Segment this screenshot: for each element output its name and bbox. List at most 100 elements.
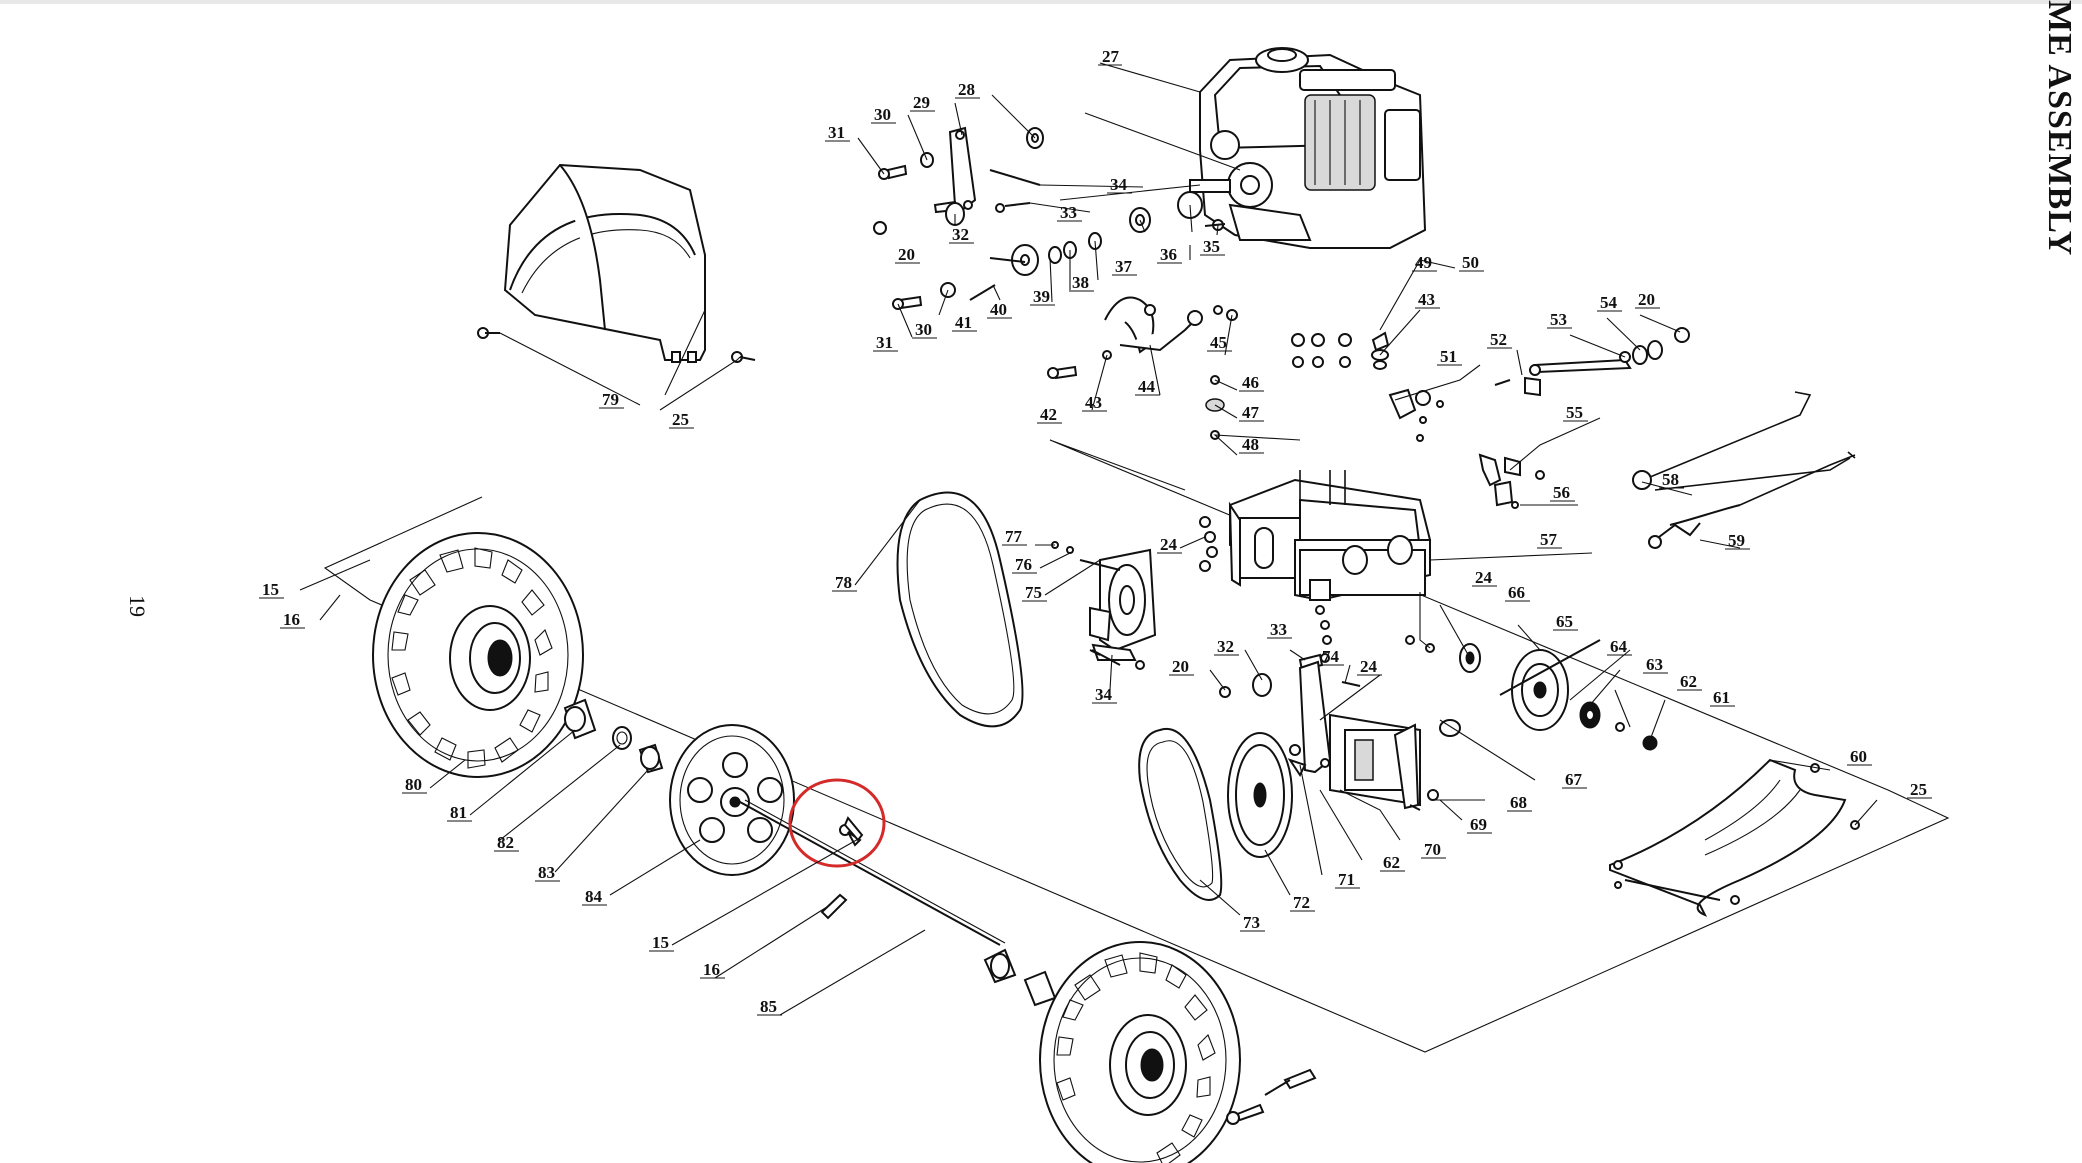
callout-78: 78 [835, 573, 852, 592]
callout-15-b: 15 [652, 933, 669, 952]
callout-50: 50 [1462, 253, 1479, 272]
callout-39: 39 [1033, 287, 1050, 306]
callout-76: 76 [1015, 555, 1032, 574]
callout-62: 62 [1680, 672, 1697, 691]
callout-77: 77 [1005, 527, 1023, 546]
callout-79: 79 [602, 390, 619, 409]
callout-20: 20 [898, 245, 915, 264]
callout-34-b: 34 [1095, 685, 1113, 704]
callout-65: 65 [1556, 612, 1573, 631]
axle-pins [820, 824, 1057, 1007]
callout-61: 61 [1713, 688, 1730, 707]
callout-82: 82 [497, 833, 514, 852]
drive-axle-parts [1405, 635, 1658, 751]
callout-44: 44 [1138, 377, 1156, 396]
callout-38: 38 [1072, 273, 1089, 292]
callout-24-b: 24 [1475, 568, 1493, 587]
callout-60: 60 [1850, 747, 1867, 766]
callout-48: 48 [1242, 435, 1259, 454]
callout-67: 67 [1565, 770, 1583, 789]
callout-62-b: 62 [1383, 853, 1400, 872]
callout-20-b: 20 [1638, 290, 1655, 309]
callout-31-b: 31 [876, 333, 893, 352]
callout-55: 55 [1566, 403, 1583, 422]
callout-63: 63 [1646, 655, 1663, 674]
callout-24-c: 24 [1360, 657, 1378, 676]
callout-47: 47 [1242, 403, 1260, 422]
axle-part [739, 801, 1001, 946]
callout-31: 31 [828, 123, 845, 142]
hub-spacers [563, 698, 795, 876]
callout-41: 41 [955, 313, 972, 332]
callout-40: 40 [990, 300, 1007, 319]
callout-84: 84 [585, 887, 603, 906]
shift-lever-parts [1478, 327, 1856, 549]
callout-32: 32 [952, 225, 969, 244]
wheel-right [1039, 941, 1241, 1163]
callout-71: 71 [1338, 870, 1355, 889]
leader-lines [299, 62, 1878, 1016]
callout-42: 42 [1040, 405, 1057, 424]
callout-85: 85 [760, 997, 777, 1016]
callout-30-b: 30 [915, 320, 932, 339]
callout-29: 29 [913, 93, 930, 112]
callout-74: 74 [1322, 647, 1340, 666]
callout-46: 46 [1242, 373, 1259, 392]
callout-30: 30 [874, 105, 891, 124]
callout-83: 83 [538, 863, 555, 882]
callout-36: 36 [1160, 245, 1177, 264]
callout-54: 54 [1600, 293, 1618, 312]
callout-16: 16 [283, 610, 300, 629]
callout-34: 34 [1110, 175, 1128, 194]
callout-64: 64 [1610, 637, 1628, 656]
callout-72: 72 [1293, 893, 1310, 912]
lower-drive-parts [1138, 653, 1461, 901]
top-border [0, 0, 2082, 4]
callout-16-b: 16 [703, 960, 720, 979]
callout-32-b: 32 [1217, 637, 1234, 656]
wheel-left [372, 532, 584, 778]
page-number: 19 [125, 595, 150, 617]
gearbox-housing [1199, 331, 1444, 663]
callout-66: 66 [1508, 583, 1525, 602]
callout-58: 58 [1662, 470, 1679, 489]
callout-20-c: 20 [1172, 657, 1189, 676]
callout-43-b: 43 [1085, 393, 1102, 412]
callout-33-b: 33 [1270, 620, 1287, 639]
callout-69: 69 [1470, 815, 1487, 834]
callout-labels: 27 28 29 30 31 34 33 32 20 37 36 35 39 3… [259, 47, 1932, 1016]
control-linkage-parts [873, 126, 1238, 440]
callout-57: 57 [1540, 530, 1558, 549]
page-heading: ME ASSEMBLY [2041, 0, 2078, 257]
highlight-circle [788, 778, 886, 868]
callout-53: 53 [1550, 310, 1567, 329]
callout-75: 75 [1025, 583, 1042, 602]
callout-73: 73 [1243, 913, 1260, 932]
callout-15: 15 [262, 580, 279, 599]
callout-52: 52 [1490, 330, 1507, 349]
callout-70: 70 [1424, 840, 1441, 859]
callout-51: 51 [1440, 347, 1457, 366]
callout-43: 43 [1418, 290, 1435, 309]
skid-plate-part [1609, 758, 1860, 917]
callout-81: 81 [450, 803, 467, 822]
spring-part [1091, 649, 1121, 666]
callout-59: 59 [1728, 531, 1745, 550]
callout-80: 80 [405, 775, 422, 794]
drive-belt-upper [896, 491, 1024, 728]
belt-cover-part [477, 163, 756, 363]
callout-35: 35 [1203, 237, 1220, 256]
callout-28: 28 [958, 80, 975, 99]
callout-33: 33 [1060, 203, 1077, 222]
engine-part [1189, 47, 1427, 249]
callout-25: 25 [672, 410, 689, 429]
assembly-outline [323, 439, 1950, 1053]
callout-49: 49 [1415, 253, 1432, 272]
callout-56: 56 [1553, 483, 1570, 502]
callout-27: 27 [1102, 47, 1120, 66]
callout-25-b: 25 [1910, 780, 1927, 799]
idler-bracket [1051, 541, 1157, 670]
wheel-pin-parts [1226, 1068, 1317, 1125]
callout-37: 37 [1115, 257, 1133, 276]
